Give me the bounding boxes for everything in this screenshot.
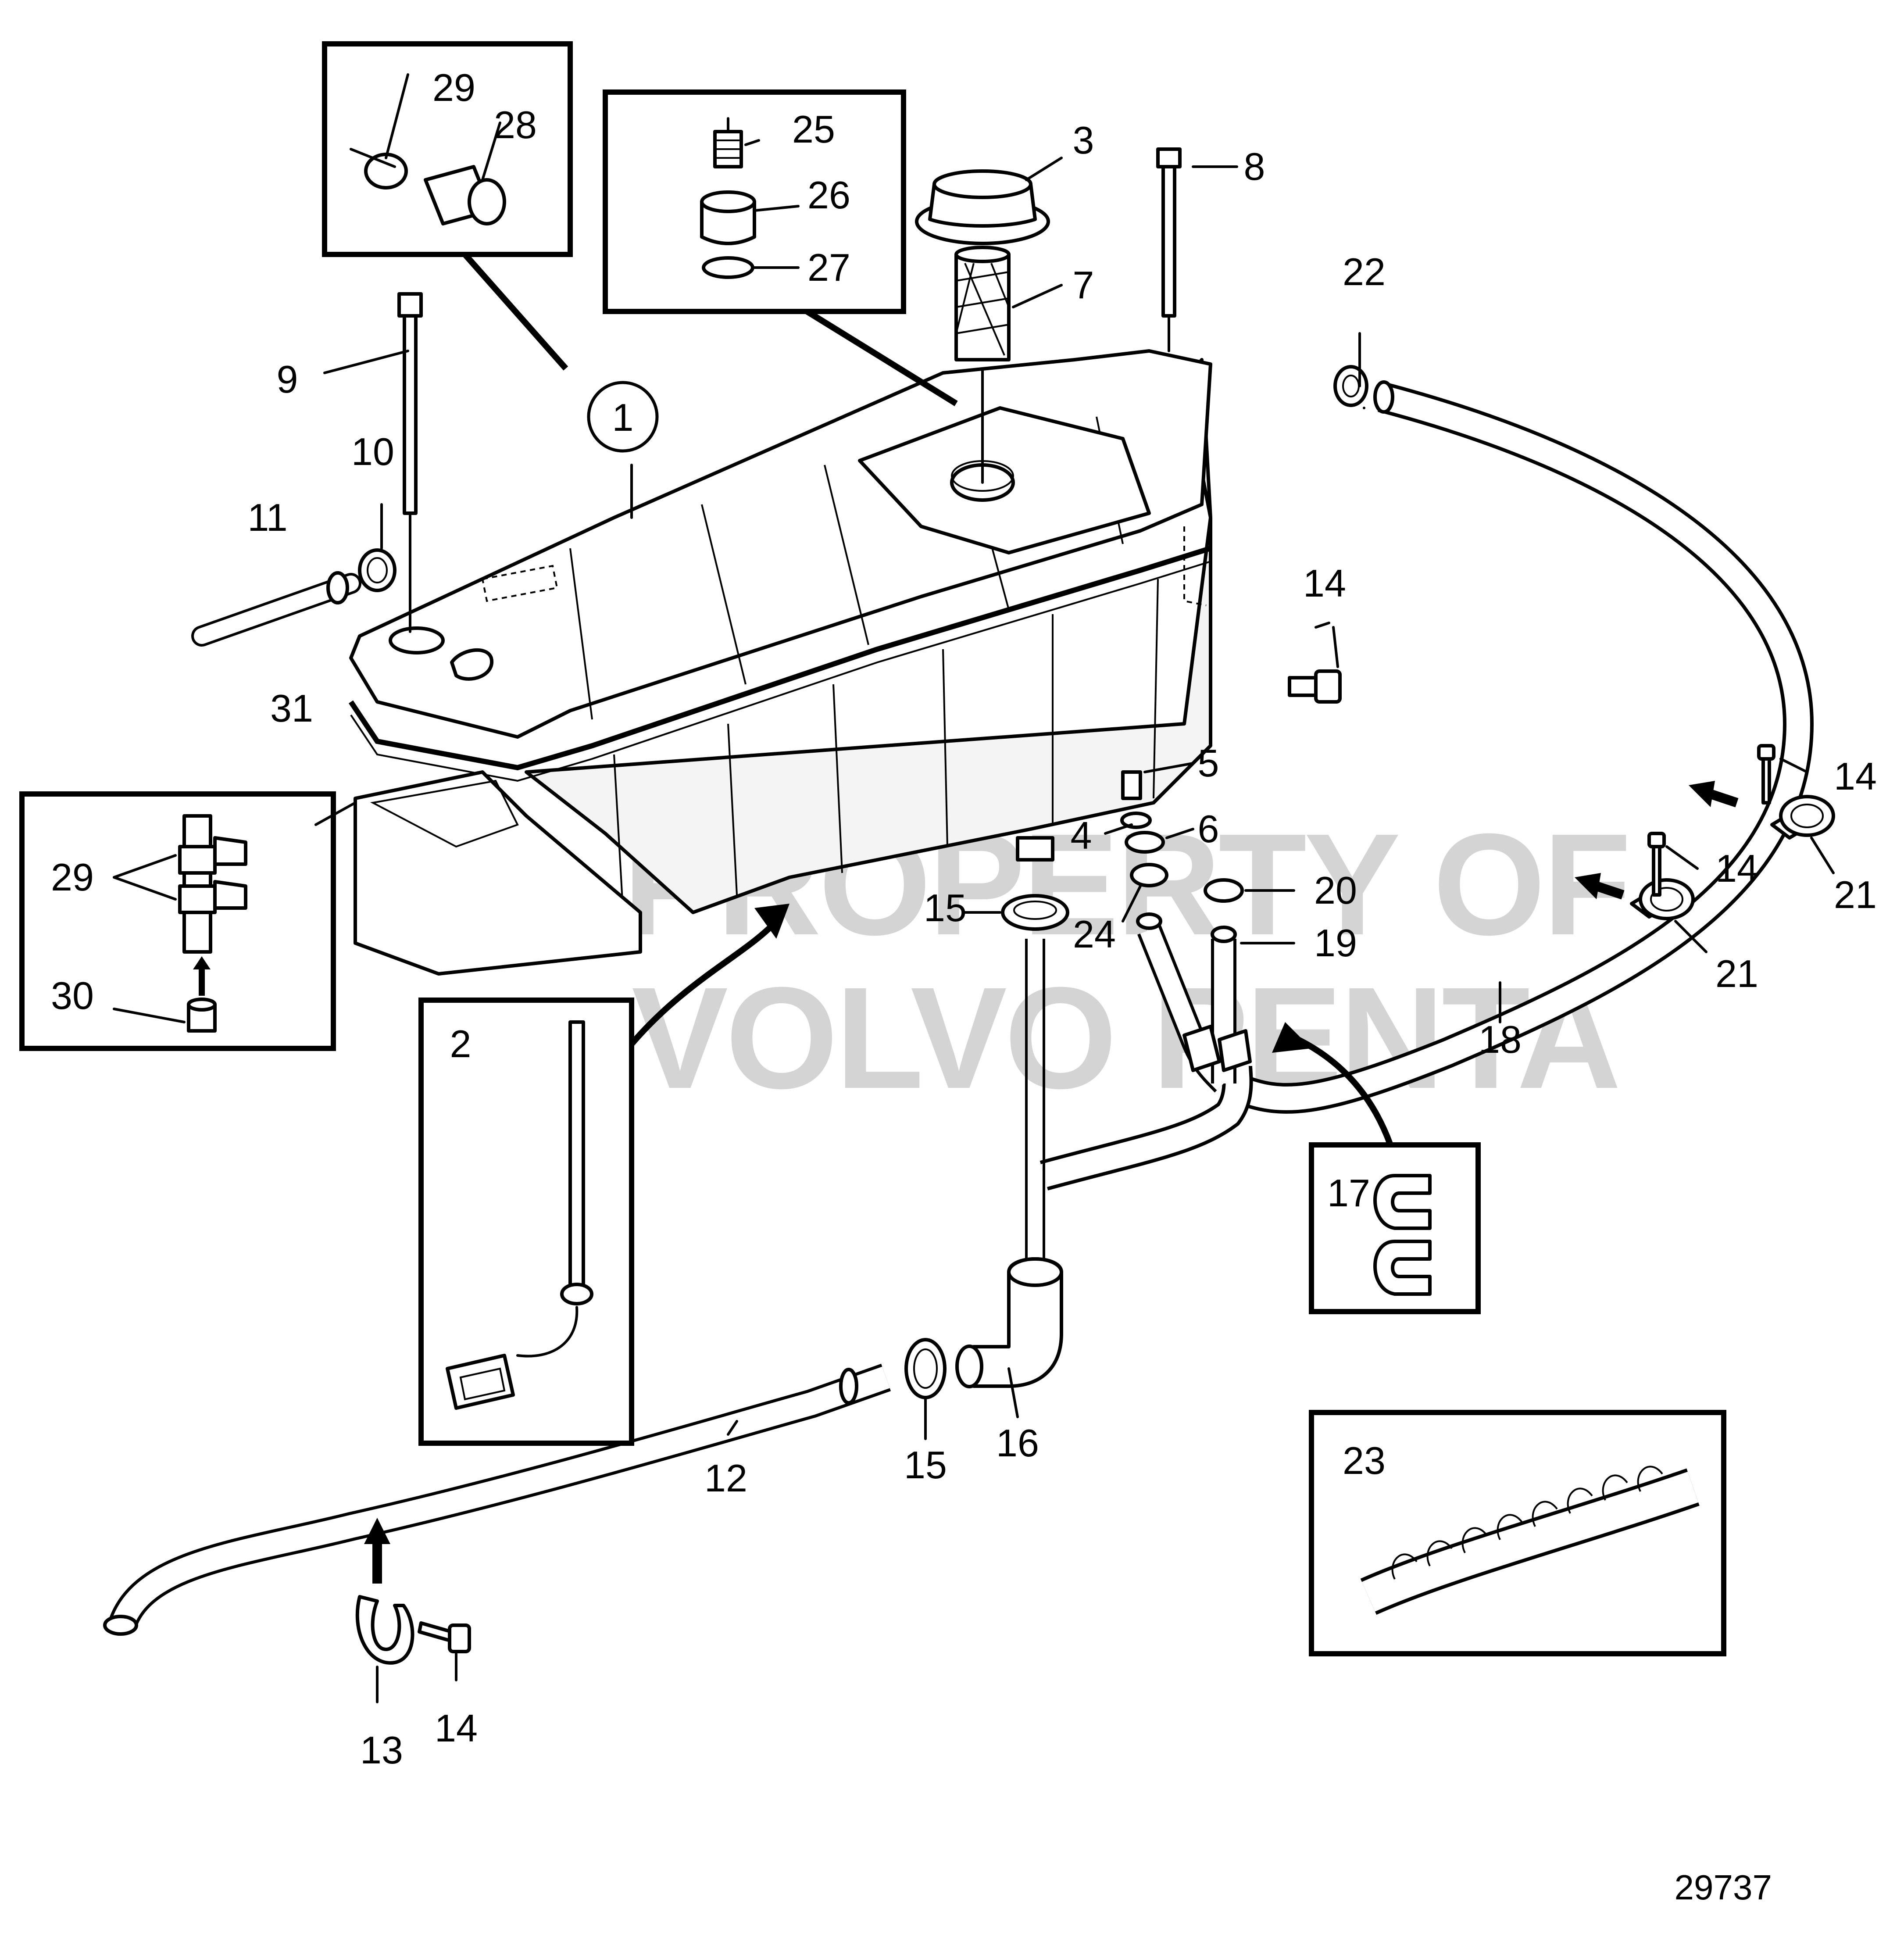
inset-25-26-27 [603,89,958,406]
callout-1: 1 [612,396,634,439]
callout-5: 5 [1198,741,1219,785]
hose-vertical-15-16 [1025,939,1045,1263]
callout-25: 25 [792,107,835,151]
strainer-7 [954,246,1011,484]
callout-18: 18 [1479,1018,1522,1061]
callout-29-b: 29 [51,855,94,899]
bracket-31 [354,770,642,976]
callout-20: 20 [1314,869,1357,912]
callout-14-c: 14 [1715,847,1758,890]
callout-labels: 1 2 3 4 5 6 7 8 9 10 11 12 13 14 14 14 1… [51,66,1877,1772]
inset-23 [1309,1410,1726,1656]
hose-12 [103,1363,891,1636]
callout-16: 16 [996,1421,1039,1465]
callout-10: 10 [351,430,394,473]
clamp-10 [358,548,397,592]
callout-4: 4 [1071,814,1092,857]
callout-2: 2 [450,1022,472,1066]
callout-21-b: 21 [1715,952,1758,995]
callout-8: 8 [1244,145,1265,188]
nut-6 [1125,831,1165,854]
clamp-13 [355,1595,414,1665]
inset-29-30 [19,791,336,1051]
drawing-number: 29737 [1675,1868,1772,1907]
callout-3: 3 [1073,118,1094,162]
clamp-15-lower [904,1338,947,1399]
callout-14-a: 14 [1303,561,1346,605]
leader-lines [113,73,1835,1703]
clamp-21-lower [1630,878,1695,920]
callout-12: 12 [704,1456,747,1500]
inset-2 [418,904,789,1446]
clamp-15-top [1001,894,1069,931]
callout-6: 6 [1198,807,1219,851]
hose-18 [1231,380,1814,1114]
callout-24: 24 [1073,912,1116,956]
callout-13: 13 [360,1728,403,1772]
callout-23: 23 [1343,1439,1386,1482]
nipple-under-tank [1016,836,1054,862]
inset-17 [1272,1022,1481,1314]
bolt-14-tank [1288,669,1342,704]
callout-15-b: 15 [904,1443,947,1487]
bolt-14-right-upper [1757,744,1775,805]
clamp-24 [1130,863,1168,887]
bolt-14-bottom [418,1621,471,1653]
bolt-9 [397,292,423,633]
callout-27: 27 [807,246,850,289]
washer-4 [1120,812,1152,829]
arrows-right-clamps [1575,781,1739,900]
clamp-17-installed [1182,1025,1252,1072]
clamp-22 [1333,365,1368,407]
inset-28-29 [322,41,573,371]
callout-28: 28 [494,103,537,147]
callout-17: 17 [1327,1171,1370,1215]
hose-11 [191,571,361,647]
arrow-to-hose-12 [364,1518,390,1584]
callout-14-b: 14 [1834,754,1877,798]
bolt-14-right-lower [1647,832,1666,897]
callout-21-a: 21 [1834,873,1877,916]
callout-7: 7 [1073,263,1094,307]
callout-31: 31 [270,687,313,730]
callout-26: 26 [807,173,850,217]
callout-15-a: 15 [924,886,967,930]
bolt-8 [1156,147,1182,352]
clamp-20 [1204,878,1244,903]
fitting-5 [1121,770,1142,800]
callout-22: 22 [1343,250,1386,293]
elbow-16 [955,1257,1063,1388]
callout-30: 30 [51,974,94,1017]
expansion-tank [349,349,1212,914]
callout-11: 11 [247,496,287,539]
callout-29-a: 29 [432,66,475,109]
callout-1-circle [587,381,659,453]
callout-19: 19 [1314,921,1357,965]
clamp-21-upper [1770,795,1835,840]
callout-14-d: 14 [435,1706,478,1750]
callout-9: 9 [277,358,298,401]
filler-cap-3 [915,169,1050,245]
hose-lower-run [1040,1065,1253,1191]
